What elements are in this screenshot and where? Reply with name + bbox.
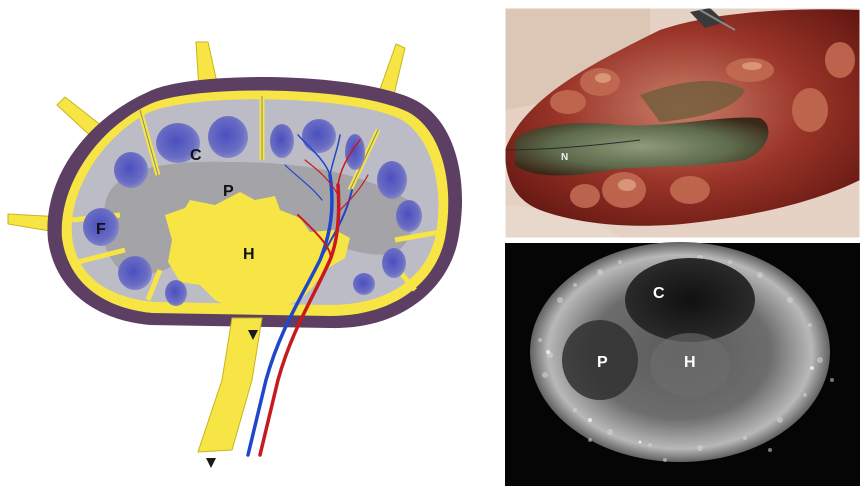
- surgical-photo: N: [505, 8, 860, 238]
- label-node: N: [561, 152, 568, 163]
- efferent-arrow-icon-lower: [206, 458, 216, 468]
- us-label-hilum: H: [684, 354, 696, 371]
- lymph-node-diagram: C P H F: [8, 42, 462, 468]
- label-hilum: H: [243, 246, 255, 263]
- label-cortex: C: [190, 147, 202, 164]
- us-label-cortex: C: [653, 285, 665, 302]
- ultrasound-cortex: [625, 258, 755, 342]
- us-label-paracortex: P: [597, 354, 608, 371]
- ultrasound-image: C P H: [505, 242, 860, 486]
- label-follicle: F: [96, 221, 106, 238]
- label-paracortex: P: [223, 183, 234, 200]
